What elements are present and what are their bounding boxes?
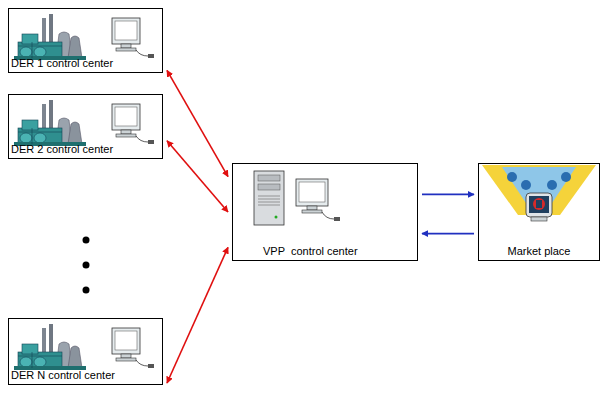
control-link xyxy=(167,141,228,212)
ellipsis-dots xyxy=(83,237,90,294)
box-label: DER N control center xyxy=(11,369,115,382)
der-control-center: DER 2 control center xyxy=(8,94,163,159)
market-arrow xyxy=(422,233,474,235)
der-plant-icon xyxy=(14,324,154,370)
der-plant-icon xyxy=(14,100,154,146)
der-control-center: DER N control center xyxy=(8,318,163,385)
market-place-box: Market place xyxy=(478,163,600,261)
vpp-control-center: VPP control center xyxy=(232,163,418,261)
control-link xyxy=(167,247,228,383)
der-control-center: DER 1 control center xyxy=(8,8,163,73)
control-link xyxy=(167,70,228,176)
box-label: DER 2 control center xyxy=(11,143,113,156)
market-arrow xyxy=(422,194,474,196)
box-label: DER 1 control center xyxy=(11,57,113,70)
box-label: Market place xyxy=(508,245,571,258)
market-icon xyxy=(482,165,596,221)
server-icon xyxy=(254,171,340,225)
der-plant-icon xyxy=(14,14,154,60)
box-label: VPP control center xyxy=(263,245,358,258)
